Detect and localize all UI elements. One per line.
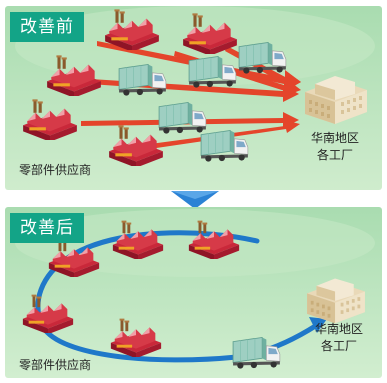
factory-label: 华南地区 各工厂: [315, 322, 364, 353]
chevron-down-icon: [171, 191, 219, 209]
before-title: 改善前: [10, 12, 84, 42]
after-panel: 改善后 零部件供应商 华南地区 各工厂: [5, 207, 382, 378]
before-illustration: [5, 6, 382, 190]
after-title: 改善后: [10, 213, 84, 243]
suppliers-label: 零部件供应商: [19, 163, 92, 177]
factory-label: 华南地区 各工厂: [311, 131, 360, 162]
before-panel: 改善前 零部件供应商 华南地区 各工厂: [5, 6, 382, 190]
route-arrowhead-icon: [309, 317, 327, 333]
suppliers-label: 零部件供应商: [19, 358, 92, 372]
